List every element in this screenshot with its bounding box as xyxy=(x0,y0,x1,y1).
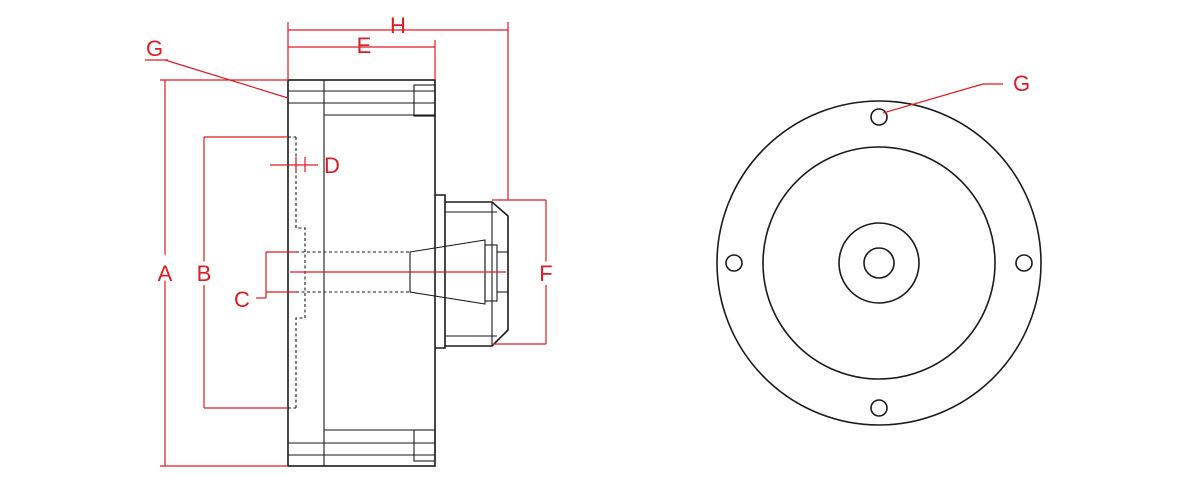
dimension-d: D xyxy=(270,153,340,178)
dimension-c: C xyxy=(234,251,296,312)
dimension-g-front: G xyxy=(882,71,1030,114)
front-view xyxy=(716,100,1042,426)
bolt-hole-top xyxy=(870,108,888,126)
label-g-front: G xyxy=(1013,71,1030,96)
dimension-f: F xyxy=(492,199,557,345)
side-view xyxy=(287,79,509,467)
label-e: E xyxy=(357,33,372,58)
dimension-g-side: G xyxy=(145,36,289,99)
flange-inner-circle xyxy=(762,146,996,380)
bolt-hole-bottom xyxy=(870,399,888,417)
bolt-hole-right xyxy=(1015,254,1033,272)
dimension-h: H xyxy=(287,13,509,200)
bore-circle xyxy=(863,247,895,279)
top-bolt-band xyxy=(288,84,436,117)
label-f: F xyxy=(539,261,552,286)
label-c: C xyxy=(234,287,250,312)
dimension-a: A xyxy=(154,79,288,467)
label-b: B xyxy=(197,261,212,286)
dimension-e: E xyxy=(288,33,436,80)
flange-outer-circle xyxy=(716,100,1042,426)
hidden-bore xyxy=(296,251,410,293)
label-a: A xyxy=(158,261,173,286)
bottom-bolt-band xyxy=(288,429,436,462)
label-d: D xyxy=(324,153,340,178)
flange-body xyxy=(287,79,436,467)
hub-circle xyxy=(838,222,920,304)
bolt-hole-left xyxy=(725,254,743,272)
hidden-recess xyxy=(288,136,306,409)
label-h: H xyxy=(390,13,406,38)
dimension-b: B xyxy=(193,136,288,409)
label-g-side: G xyxy=(146,36,163,61)
